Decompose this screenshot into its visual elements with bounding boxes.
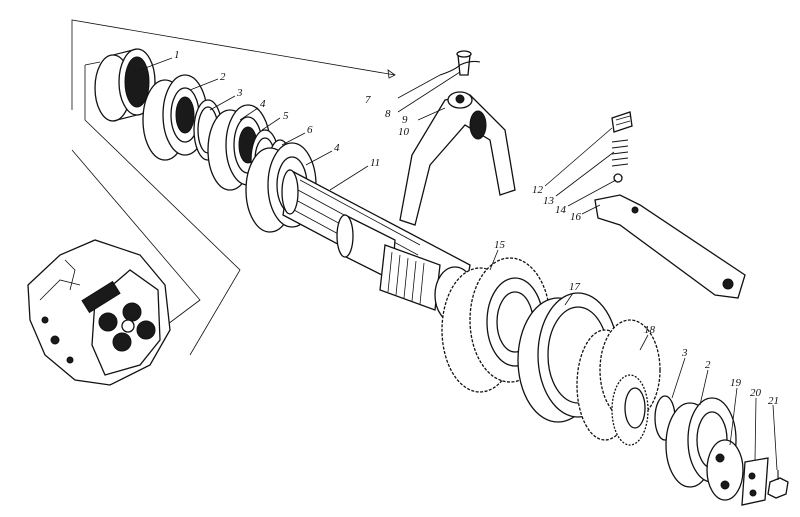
callout-19: 19 [730, 377, 742, 389]
callout-1: 1 [174, 49, 180, 61]
part-21-bolt [767, 470, 789, 499]
part-8-grease-fitting [439, 50, 481, 76]
callout-15: 15 [494, 239, 506, 251]
callout-20: 20 [750, 387, 762, 399]
callout-labels: 1 2 3 4 5 6 4 11 7 8 9 10 12 13 14 16 15… [174, 49, 779, 407]
callout-5: 5 [283, 110, 289, 122]
callout-12: 12 [532, 184, 544, 196]
assembly-guide-lines [71, 19, 396, 356]
part-16-shift-rod [594, 194, 746, 299]
callout-2-lower: 2 [705, 359, 711, 371]
callout-3-lower: 3 [681, 347, 688, 359]
callout-leader-lines [139, 57, 778, 471]
callout-2-upper: 2 [220, 71, 226, 83]
part-9-shift-fork [399, 91, 516, 226]
callout-10: 10 [398, 126, 410, 138]
callout-6: 6 [307, 124, 313, 136]
callout-8: 8 [385, 108, 391, 120]
callout-4-b: 4 [334, 142, 340, 154]
callout-11: 11 [370, 157, 380, 169]
part-13-spring [611, 139, 629, 167]
callout-16: 16 [570, 211, 582, 223]
callout-18: 18 [644, 324, 656, 336]
callout-13: 13 [543, 195, 555, 207]
callout-21: 21 [768, 395, 779, 407]
callout-7: 7 [365, 94, 371, 106]
part-20-lock-plate [741, 457, 769, 506]
callout-3-upper: 3 [236, 87, 243, 99]
callout-17: 17 [569, 281, 581, 293]
gearbox-housing [27, 239, 171, 386]
callout-9: 9 [402, 114, 408, 126]
callout-14: 14 [555, 204, 567, 216]
part-12-plug [611, 111, 633, 133]
part-19-end-plate [706, 439, 744, 501]
callout-4-a: 4 [260, 98, 266, 110]
part-18-double-gear [576, 319, 661, 446]
